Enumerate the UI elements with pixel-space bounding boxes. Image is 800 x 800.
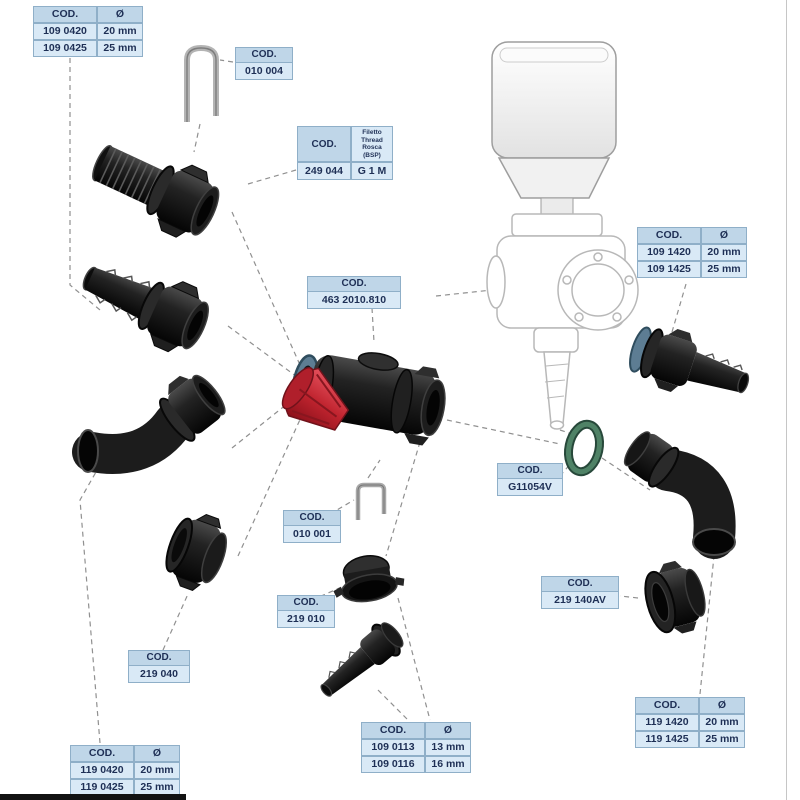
table-header-diameter: Ø	[97, 6, 143, 23]
table-header-cod: COD.	[361, 722, 425, 739]
label-code: 463 2010.810	[307, 292, 401, 309]
label-cod-header: COD.	[283, 510, 341, 526]
elbow-right-part	[623, 431, 736, 559]
parts-table-right-upper: COD. Ø 109 1420 20 mm 109 1425 25 mm	[637, 227, 747, 278]
table-header-cod: COD.	[70, 745, 134, 762]
thread-size-value: G 1 M	[351, 162, 393, 180]
parts-table-top-left: COD. Ø 109 0420 20 mm 109 0425 25 mm	[33, 6, 143, 57]
label-blank-cap: COD. 219 040	[128, 650, 190, 683]
part-size: 20 mm	[134, 762, 180, 779]
part-code: 119 0420	[70, 762, 134, 779]
part-code: 109 1425	[637, 261, 701, 278]
label-code: 219 040	[128, 666, 190, 683]
part-code: 109 0425	[33, 40, 97, 57]
label-code: 249 044	[297, 162, 351, 180]
label-clip-large: COD. 010 004	[235, 47, 293, 80]
label-clip-small: COD. 010 001	[283, 510, 341, 543]
part-code: 109 0116	[361, 756, 425, 773]
label-oring: COD. G11054V	[497, 463, 563, 496]
threaded-fitting-part	[92, 145, 220, 238]
parts-table-bottom-left: COD. Ø 119 0420 20 mm 119 0425 25 mm	[70, 745, 180, 796]
table-header-cod: COD.	[33, 6, 97, 23]
spring-clip-small-part	[355, 482, 387, 520]
part-size: 13 mm	[425, 739, 471, 756]
parts-table-bottom-center: COD. Ø 109 0113 13 mm 109 0116 16 mm	[361, 722, 471, 773]
table-header-diameter: Ø	[699, 697, 745, 714]
table-header-cod: COD.	[635, 697, 699, 714]
thread-spec-lines: Filetto Thread Rosca (BSP)	[351, 126, 393, 162]
oring-part	[564, 419, 604, 477]
table-header-diameter: Ø	[701, 227, 747, 244]
part-code: 109 0420	[33, 23, 97, 40]
actuator-part	[491, 41, 617, 215]
part-code: 109 1420	[637, 244, 701, 261]
cap-plug-part	[333, 555, 405, 603]
table-header-diameter: Ø	[134, 745, 180, 762]
valve-body-part	[281, 352, 446, 446]
label-cod-header: COD.	[277, 595, 335, 611]
part-code: 119 0425	[70, 779, 134, 796]
label-ring-nut: COD. 219 140AV	[541, 576, 619, 609]
ring-nut-part	[644, 560, 706, 634]
table-header-diameter: Ø	[425, 722, 471, 739]
elbow-fitting-part	[72, 374, 226, 474]
part-size: 20 mm	[97, 23, 143, 40]
label-code: 010 004	[235, 63, 293, 80]
label-cod-header: COD.	[235, 47, 293, 63]
label-thread-adapter: COD. Filetto Thread Rosca (BSP) 249 044 …	[297, 126, 393, 180]
part-code: 109 0113	[361, 739, 425, 756]
part-size: 25 mm	[97, 40, 143, 57]
ghost-valve-part	[486, 213, 639, 430]
label-valve-body: COD. 463 2010.810	[307, 276, 401, 309]
label-cap-plug: COD. 219 010	[277, 595, 335, 628]
part-size: 25 mm	[701, 261, 747, 278]
part-size: 20 mm	[701, 244, 747, 261]
part-code: 119 1420	[635, 714, 699, 731]
connector-lines	[69, 58, 715, 744]
label-cod-header: COD.	[128, 650, 190, 666]
label-cod-header: COD.	[297, 126, 351, 162]
hose-barb-right-part	[629, 326, 750, 394]
part-size: 16 mm	[425, 756, 471, 773]
hose-barb-small-part	[320, 622, 404, 697]
part-size: 25 mm	[699, 731, 745, 748]
page-edge-line	[786, 0, 787, 800]
label-code: G11054V	[497, 479, 563, 496]
label-cod-header: COD.	[497, 463, 563, 479]
label-code: 219 140AV	[541, 592, 619, 609]
part-code: 119 1425	[635, 731, 699, 748]
parts-table-bottom-right: COD. Ø 119 1420 20 mm 119 1425 25 mm	[635, 697, 745, 748]
label-cod-header: COD.	[307, 276, 401, 292]
label-code: 010 001	[283, 526, 341, 543]
blank-cap-part	[165, 514, 227, 592]
part-size: 20 mm	[699, 714, 745, 731]
hose-barb-fitting-part	[82, 266, 209, 353]
label-code: 219 010	[277, 611, 335, 628]
spring-clip-large-part	[184, 44, 219, 122]
table-header-cod: COD.	[637, 227, 701, 244]
red-handle	[281, 366, 350, 431]
label-cod-header: COD.	[541, 576, 619, 592]
scan-edge-mark	[0, 794, 186, 800]
